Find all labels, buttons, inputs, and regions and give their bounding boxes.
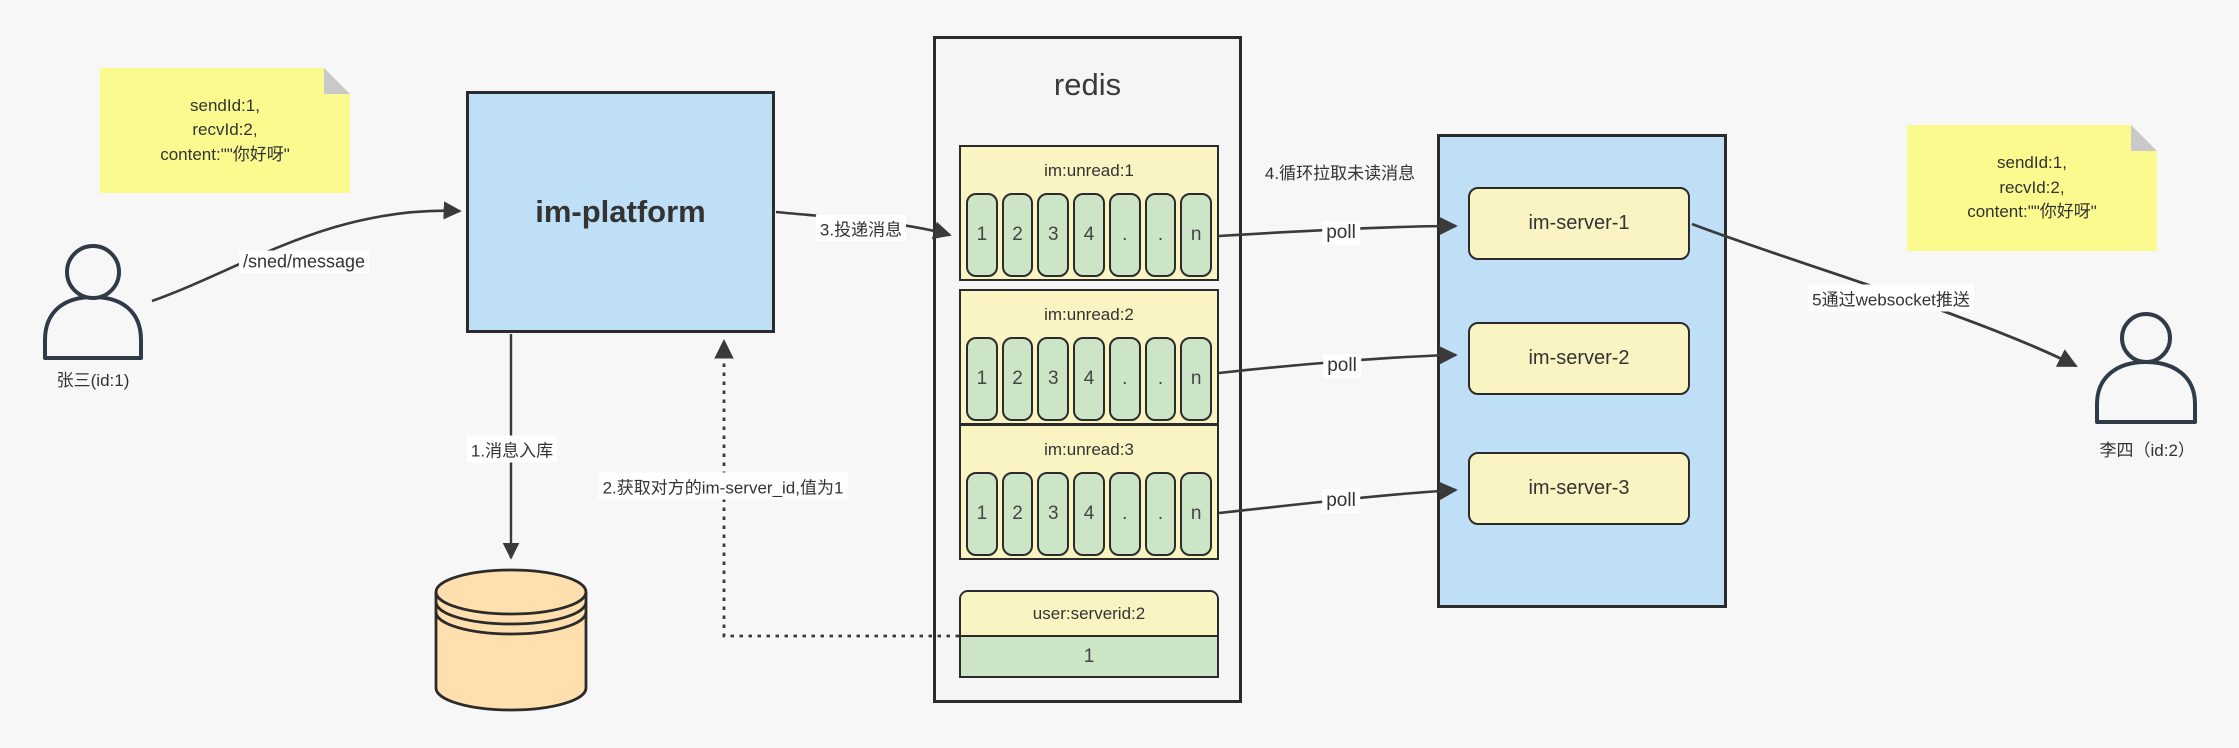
im-server-2-label: im-server-2 [1528, 347, 1630, 369]
note-line: recvId:2, [192, 120, 258, 140]
queue-cells: 1 2 3 4 . . n [961, 472, 1217, 556]
redis-queue-unread-3: im:unread:3 1 2 3 4 . . n [959, 424, 1219, 560]
user-serverid-header: user:serverid:2 [961, 592, 1217, 637]
im-platform-label: im-platform [535, 194, 706, 229]
queue-cell: n [1180, 337, 1213, 421]
sender-message-note: sendId:1, recvId:2, content:""你好呀" [100, 68, 350, 193]
message-store-label: 1.消息入库 [466, 435, 558, 463]
user-serverid-box: user:serverid:2 1 [959, 590, 1219, 678]
send-message-label: /sned/message [238, 250, 370, 274]
poll-label-3: poll [1322, 489, 1360, 513]
im-platform-box: im-platform [466, 91, 775, 333]
queue-cell: . [1108, 193, 1141, 277]
queue-cell: 4 [1073, 472, 1105, 556]
queue-cells: 1 2 3 4 . . n [961, 337, 1217, 421]
im-server-3-label: im-server-3 [1528, 477, 1630, 499]
note-line: recvId:2, [1999, 177, 2065, 197]
redis-queue-unread-1: im:unread:1 1 2 3 4 . . n [959, 145, 1219, 281]
queue-cell: 2 [1001, 193, 1034, 277]
queue-header: im:unread:3 [1044, 440, 1134, 459]
queue-cell: 1 [966, 337, 998, 421]
websocket-push-label: 5通过websocket推送 [1808, 284, 1974, 312]
queue-cell: . [1144, 193, 1177, 277]
queue-cell: 3 [1037, 337, 1070, 421]
queue-header: im:unread:1 [1044, 161, 1134, 180]
queue-cell: n [1180, 472, 1213, 556]
queue-cell: 3 [1037, 193, 1070, 277]
note-line: sendId:1, [1997, 153, 2067, 173]
im-server-1-label: im-server-1 [1528, 212, 1630, 234]
queue-header: im:unread:2 [1044, 305, 1134, 324]
im-server-2-box: im-server-2 [1468, 322, 1690, 395]
note-line: content:""你好呀" [160, 144, 290, 164]
mysql-label: mysql [488, 656, 534, 675]
redis-queue-unread-2: im:unread:2 1 2 3 4 . . n [959, 289, 1219, 425]
note-line: sendId:1, [190, 95, 260, 115]
message-deliver-label: 3.投递消息 [815, 214, 907, 242]
receiver-actor-label: 李四（id:2） [2099, 441, 2195, 460]
note-line: content:""你好呀" [1967, 202, 2097, 222]
queue-cell: . [1108, 472, 1141, 556]
user-serverid-value: 1 [1083, 646, 1095, 667]
queue-cell: 1 [966, 193, 998, 277]
queue-cell: . [1144, 337, 1177, 421]
queue-cell: n [1180, 193, 1213, 277]
pull-unread-label: 4.循环拉取未读消息 [1264, 164, 1416, 183]
queue-cell: 2 [1001, 472, 1034, 556]
poll-label-1: poll [1322, 221, 1360, 245]
queue-cell: 4 [1073, 337, 1105, 421]
im-server-3-box: im-server-3 [1468, 452, 1690, 525]
poll-label-2: poll [1323, 354, 1361, 378]
queue-cell: . [1144, 472, 1177, 556]
im-server-1-box: im-server-1 [1468, 187, 1690, 260]
queue-cell: 4 [1073, 193, 1105, 277]
queue-cells: 1 2 3 4 . . n [961, 193, 1217, 277]
queue-cell: 1 [966, 472, 998, 556]
redis-title: redis [1053, 67, 1122, 102]
sender-actor-label: 张三(id:1) [56, 371, 130, 390]
queue-cell: 2 [1001, 337, 1034, 421]
queue-cell: 3 [1037, 472, 1070, 556]
serverid-lookup-label: 2.获取对方的im-server_id,值为1 [598, 472, 848, 500]
receiver-message-note: sendId:1, recvId:2, content:""你好呀" [1907, 125, 2157, 251]
queue-cell: . [1108, 337, 1141, 421]
